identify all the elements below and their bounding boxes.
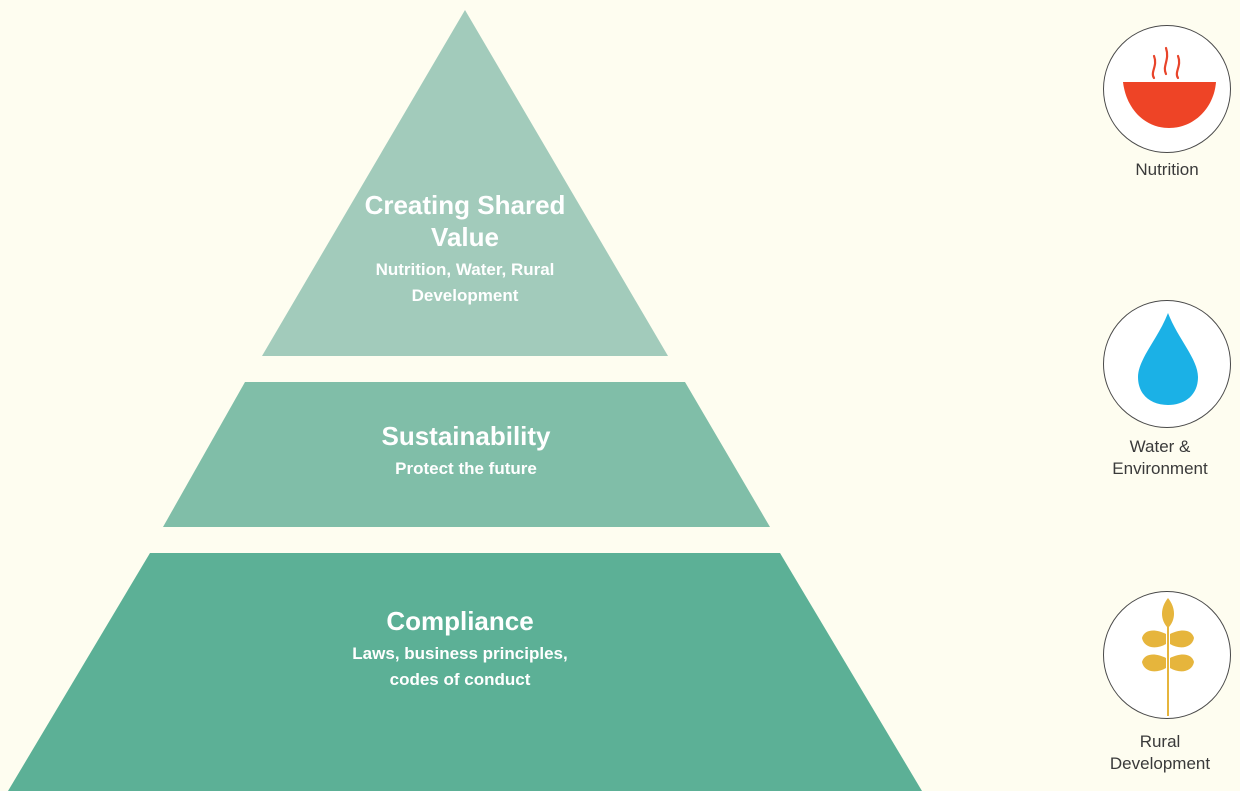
pyramid-tier-middle	[163, 382, 770, 527]
tier-top-title: Creating Shared Value	[364, 190, 566, 252]
pyramid-tier-bottom	[8, 553, 922, 791]
rural-label: Rural Development	[1109, 732, 1211, 773]
water-icon-circle	[1103, 300, 1231, 428]
tier-bottom-subtitle: Laws, business principles, codes of cond…	[352, 644, 568, 689]
rural-icon-circle	[1103, 591, 1231, 719]
tier-middle-title: Sustainability	[381, 421, 551, 451]
pyramid-tier-top	[262, 10, 668, 356]
tier-top-text: Creating Shared Value Nutrition, Water, …	[350, 189, 580, 309]
water-label: Water & Environment	[1112, 437, 1208, 478]
tier-bottom-title: Compliance	[386, 606, 534, 636]
wheat-icon	[1142, 598, 1194, 716]
tier-middle-text: Sustainability Protect the future	[381, 420, 550, 482]
tier-bottom-text: Compliance Laws, business principles, co…	[315, 605, 605, 693]
water-drop-icon	[1138, 313, 1198, 405]
nutrition-label: Nutrition	[1135, 160, 1199, 179]
tier-middle-subtitle: Protect the future	[395, 459, 537, 478]
nutrition-icon-circle	[1103, 25, 1231, 153]
tier-top-subtitle: Nutrition, Water, Rural Development	[375, 260, 555, 305]
bowl-icon	[1123, 46, 1216, 128]
